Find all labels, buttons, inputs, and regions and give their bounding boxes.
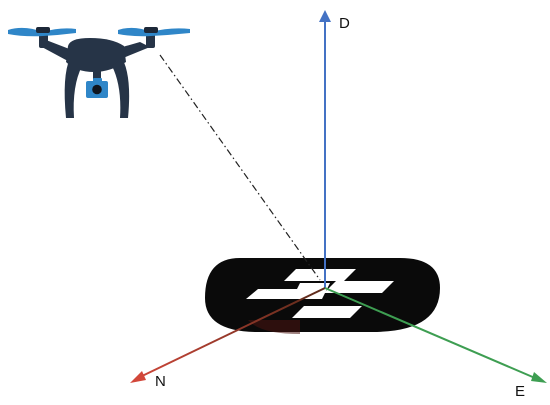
n-axis-label: N [155, 373, 166, 390]
sight-line [159, 54, 321, 281]
drone-icon [8, 27, 190, 118]
camera-lens-icon [92, 84, 102, 95]
d-axis-label: D [339, 15, 350, 32]
d-axis [319, 10, 331, 288]
landing-pad-icon [205, 258, 440, 334]
e-axis [324, 287, 547, 383]
n-axis [130, 287, 326, 383]
e-axis-label: E [515, 383, 525, 400]
